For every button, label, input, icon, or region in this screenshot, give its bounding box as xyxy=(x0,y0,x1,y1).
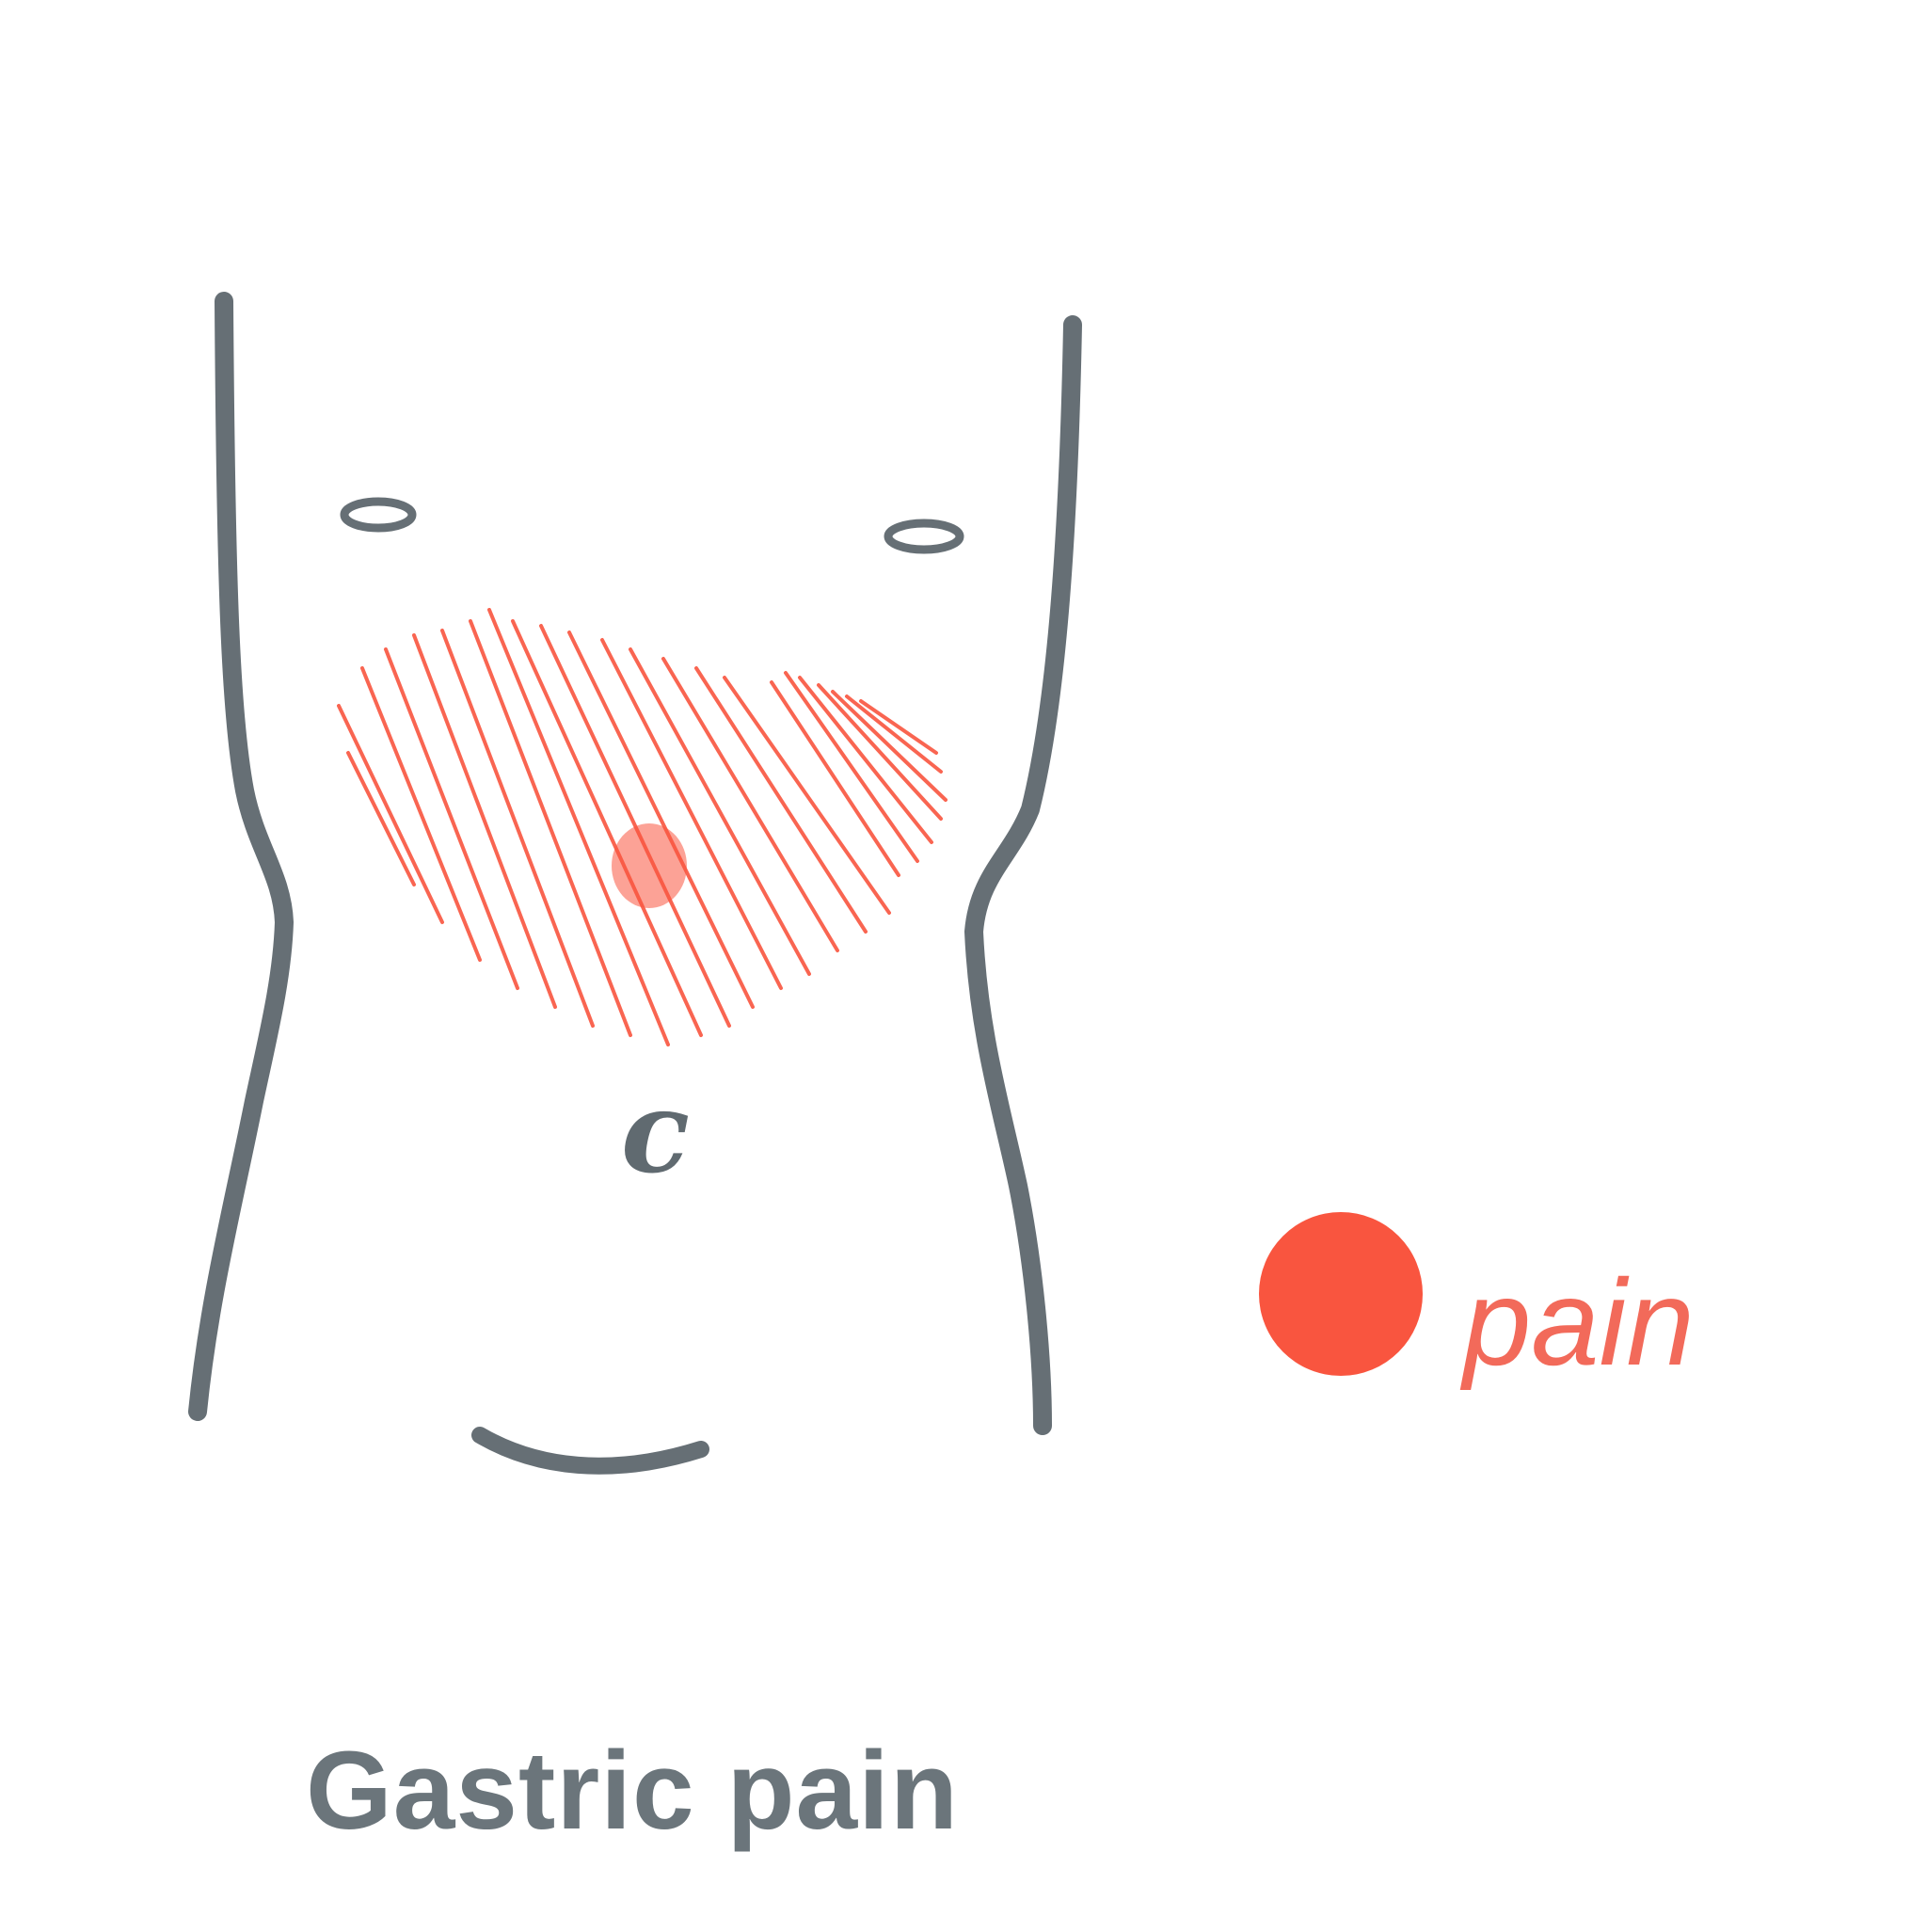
hatch-stroke xyxy=(412,633,557,1009)
hatch-stroke xyxy=(337,704,444,924)
hatch-stroke xyxy=(845,695,943,774)
hatch-stroke xyxy=(784,671,919,863)
pelvis-curve xyxy=(471,1427,709,1475)
hatch-stroke xyxy=(770,680,900,877)
hatch-stroke xyxy=(817,683,943,821)
navel-mark: c xyxy=(621,1066,690,1199)
torso-outline xyxy=(188,292,1082,1475)
left-nipple xyxy=(340,497,417,533)
hatch-stroke xyxy=(440,629,595,1028)
pain-center-blot xyxy=(612,823,687,908)
hatch-stroke xyxy=(629,647,811,976)
right-side-line xyxy=(964,315,1082,1435)
right-nipple xyxy=(884,519,964,554)
diagram-caption: Gastric pain xyxy=(306,1729,960,1853)
hatch-stroke xyxy=(859,699,938,755)
hatch-stroke xyxy=(661,657,839,952)
pain-legend-label: pain xyxy=(1459,1253,1695,1391)
hatch-stroke xyxy=(511,619,703,1037)
hatch-stroke xyxy=(831,690,948,802)
pain-hatch-area xyxy=(337,608,948,1046)
pain-legend-dot xyxy=(1259,1212,1423,1376)
hatch-stroke xyxy=(469,619,632,1037)
hatch-stroke xyxy=(694,666,868,934)
left-side-line xyxy=(188,292,294,1421)
hatch-stroke xyxy=(798,676,933,844)
hatch-stroke xyxy=(600,638,783,990)
hatch-stroke xyxy=(723,676,891,915)
hatch-stroke xyxy=(346,751,416,886)
hatch-stroke xyxy=(487,608,670,1046)
hatch-stroke xyxy=(567,631,755,1009)
hatch-stroke xyxy=(539,624,731,1028)
hatch-stroke xyxy=(360,666,482,962)
hatch-stroke xyxy=(384,647,519,990)
